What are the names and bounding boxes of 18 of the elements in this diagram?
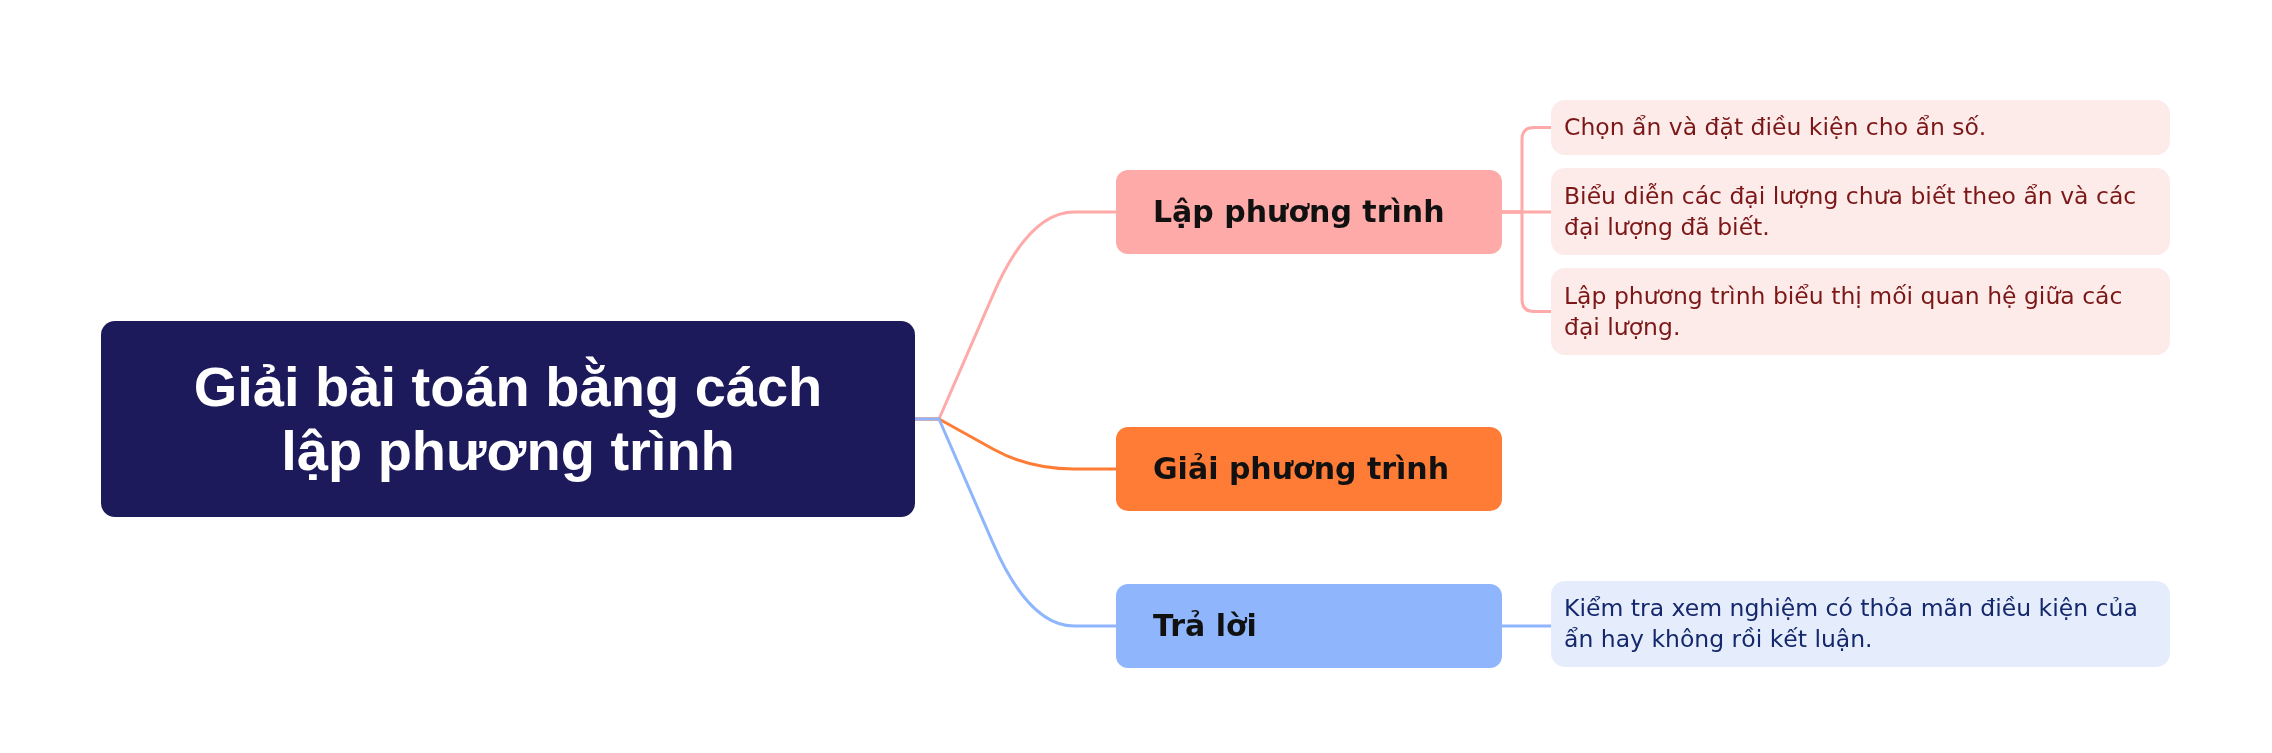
subtopic-text: Lập phương trình biểu thị mối quan hệ giữa các đại lượng. (1564, 280, 2124, 343)
subtopic-text: Biểu diễn các đại lượng chưa biết theo ẩn và các đại lượng đã biết. (1564, 180, 2138, 243)
branch-topic-title: Lập phương trình (1153, 194, 1445, 230)
subtopic-box (1551, 268, 2170, 355)
branch-topic-box (1116, 584, 1502, 668)
subtopic-box (1551, 168, 2170, 255)
branch-topic-box (1116, 427, 1502, 511)
subtopic-box (1551, 100, 2170, 155)
subtopic-text: Chọn ẩn và đặt điều kiện cho ẩn số. (1564, 112, 1987, 143)
connector-line (915, 417, 1116, 628)
branch-topic-title: Trả lời (1153, 608, 1257, 644)
connector-line (1502, 624, 1551, 628)
branch-topic-title: Giải phương trình (1153, 451, 1450, 487)
branch-topic-box (1116, 170, 1502, 254)
central-topic-box (101, 321, 915, 517)
subtopic-box (1551, 581, 2170, 667)
subtopic-text: Kiểm tra xem nghiệm có thỏa mãn điều kiện của ẩn hay không rồi kết luận. (1564, 593, 2139, 655)
central-topic-title: Giải bài toán bằng cách lập phương trình (192, 355, 824, 483)
